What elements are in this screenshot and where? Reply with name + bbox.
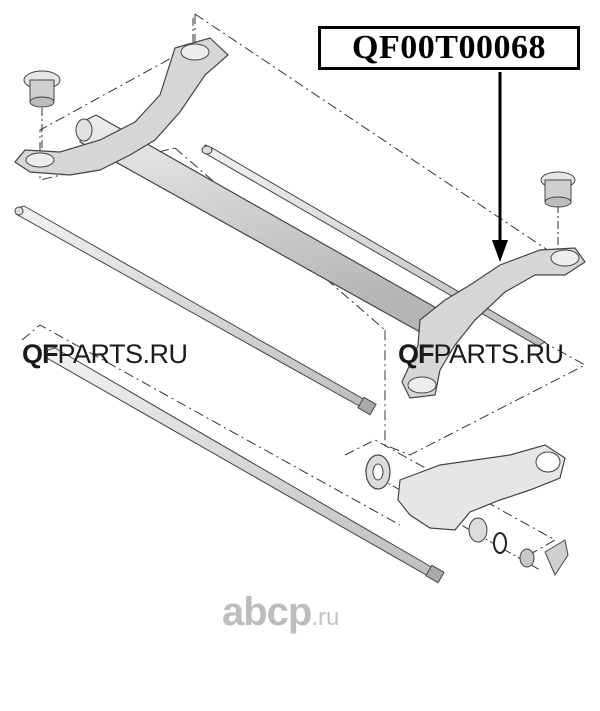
part-number-label: QF00T00068 bbox=[318, 26, 580, 70]
bushing-left-bottom bbox=[29, 96, 55, 108]
tie-rod-upper-body bbox=[202, 144, 547, 347]
hub-seal-inner bbox=[372, 463, 384, 481]
abcp-name: abcp bbox=[222, 590, 312, 634]
hub-washer bbox=[493, 532, 507, 554]
axle-beam-end-left bbox=[75, 118, 93, 142]
qfparts-watermark-left: QFPARTS.RU bbox=[22, 339, 188, 369]
trailing-arm-left bbox=[14, 37, 229, 176]
qf-suffix: PARTS bbox=[433, 339, 520, 369]
hub-nut bbox=[519, 548, 535, 568]
tie-rod-left-nut bbox=[357, 396, 377, 416]
qf-prefix: QF bbox=[22, 339, 58, 369]
hub-carrier bbox=[397, 444, 566, 531]
tie-rod-left-body bbox=[15, 205, 375, 413]
bushing-right bbox=[540, 171, 576, 208]
qf-prefix: QF bbox=[398, 339, 434, 369]
abcp-tld: .ru bbox=[311, 604, 340, 631]
tie-rod-left-end bbox=[14, 206, 24, 216]
dash-outline-top-right bbox=[194, 13, 556, 256]
right-arm-upper-eye bbox=[550, 249, 580, 267]
hub-carrier-eye bbox=[535, 451, 561, 473]
dash-outline-middle bbox=[174, 147, 386, 331]
bushing-right-bottom bbox=[544, 196, 572, 208]
tie-rod-left bbox=[14, 205, 377, 416]
tie-rod-upper-end bbox=[201, 145, 213, 155]
hub-bearing bbox=[468, 517, 488, 543]
hub-cap bbox=[544, 539, 569, 577]
right-arm-lower-eye bbox=[407, 376, 437, 394]
qfparts-watermark-right: QFPARTS.RU bbox=[398, 339, 564, 369]
bushing-left bbox=[23, 70, 61, 108]
dash-outline-left-lower bbox=[21, 324, 401, 526]
tie-rod-lower bbox=[44, 347, 445, 584]
trailing-arm-right bbox=[401, 247, 586, 399]
arrow-head bbox=[492, 240, 508, 262]
tie-rod-upper bbox=[201, 144, 547, 347]
abcp-watermark: abcp.ru bbox=[222, 590, 339, 640]
trailing-arm-left-body bbox=[14, 37, 229, 176]
qf-tld: .RU bbox=[518, 339, 565, 369]
tie-rod-lower-nut bbox=[425, 564, 445, 584]
left-arm-lower-eye bbox=[25, 152, 55, 168]
dash-outline-right bbox=[384, 330, 587, 456]
qf-suffix: PARTS bbox=[57, 339, 144, 369]
trailing-arm-right-body bbox=[401, 247, 586, 399]
left-arm-upper-eye bbox=[180, 43, 210, 61]
qf-tld: .RU bbox=[142, 339, 189, 369]
down-arrow-icon bbox=[492, 72, 508, 262]
hub-assembly bbox=[365, 444, 569, 577]
